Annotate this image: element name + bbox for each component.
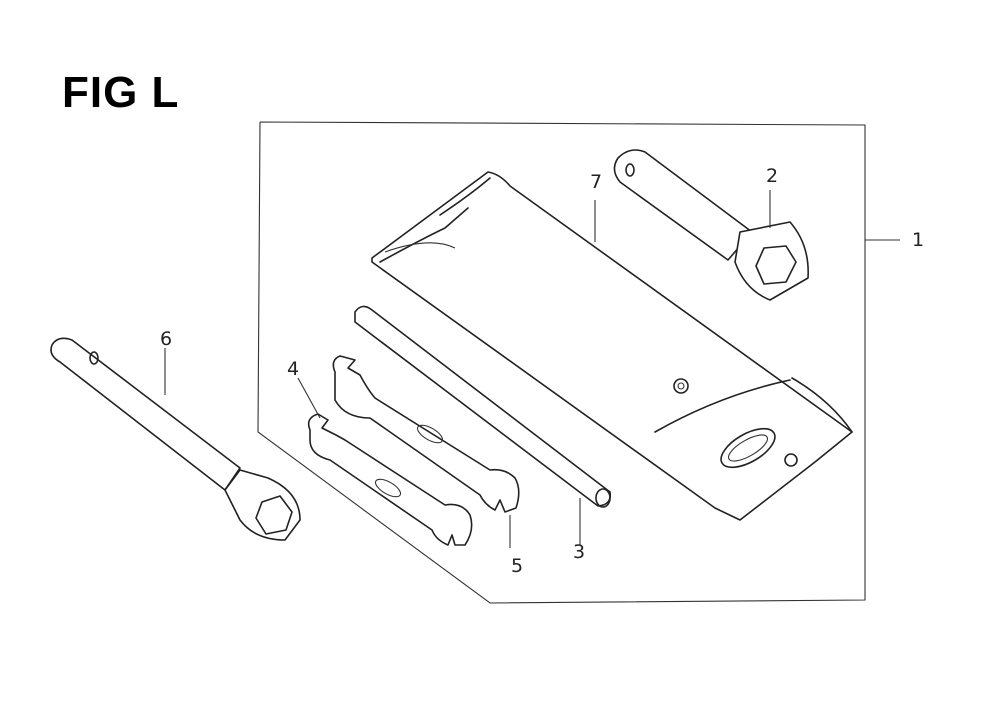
open-end-wrench-upper	[332, 355, 520, 548]
assembly-boundary	[257, 121, 900, 604]
figure-title: FIG L	[62, 68, 180, 117]
socket-wrench-small	[613, 149, 809, 301]
callout-4: 4	[287, 358, 299, 380]
socket-wrench-long	[50, 337, 301, 541]
tool-bag	[371, 171, 853, 521]
callout-labels: 1 2 3 4 5 6 7	[160, 165, 924, 577]
callout-6: 6	[160, 328, 172, 350]
callout-5: 5	[511, 555, 523, 577]
callout-2: 2	[766, 165, 778, 187]
callout-3: 3	[573, 541, 585, 563]
tommy-bar	[354, 305, 612, 545]
callout-1: 1	[912, 229, 924, 251]
open-end-wrench-lower	[297, 377, 473, 546]
callout-7: 7	[590, 171, 602, 193]
